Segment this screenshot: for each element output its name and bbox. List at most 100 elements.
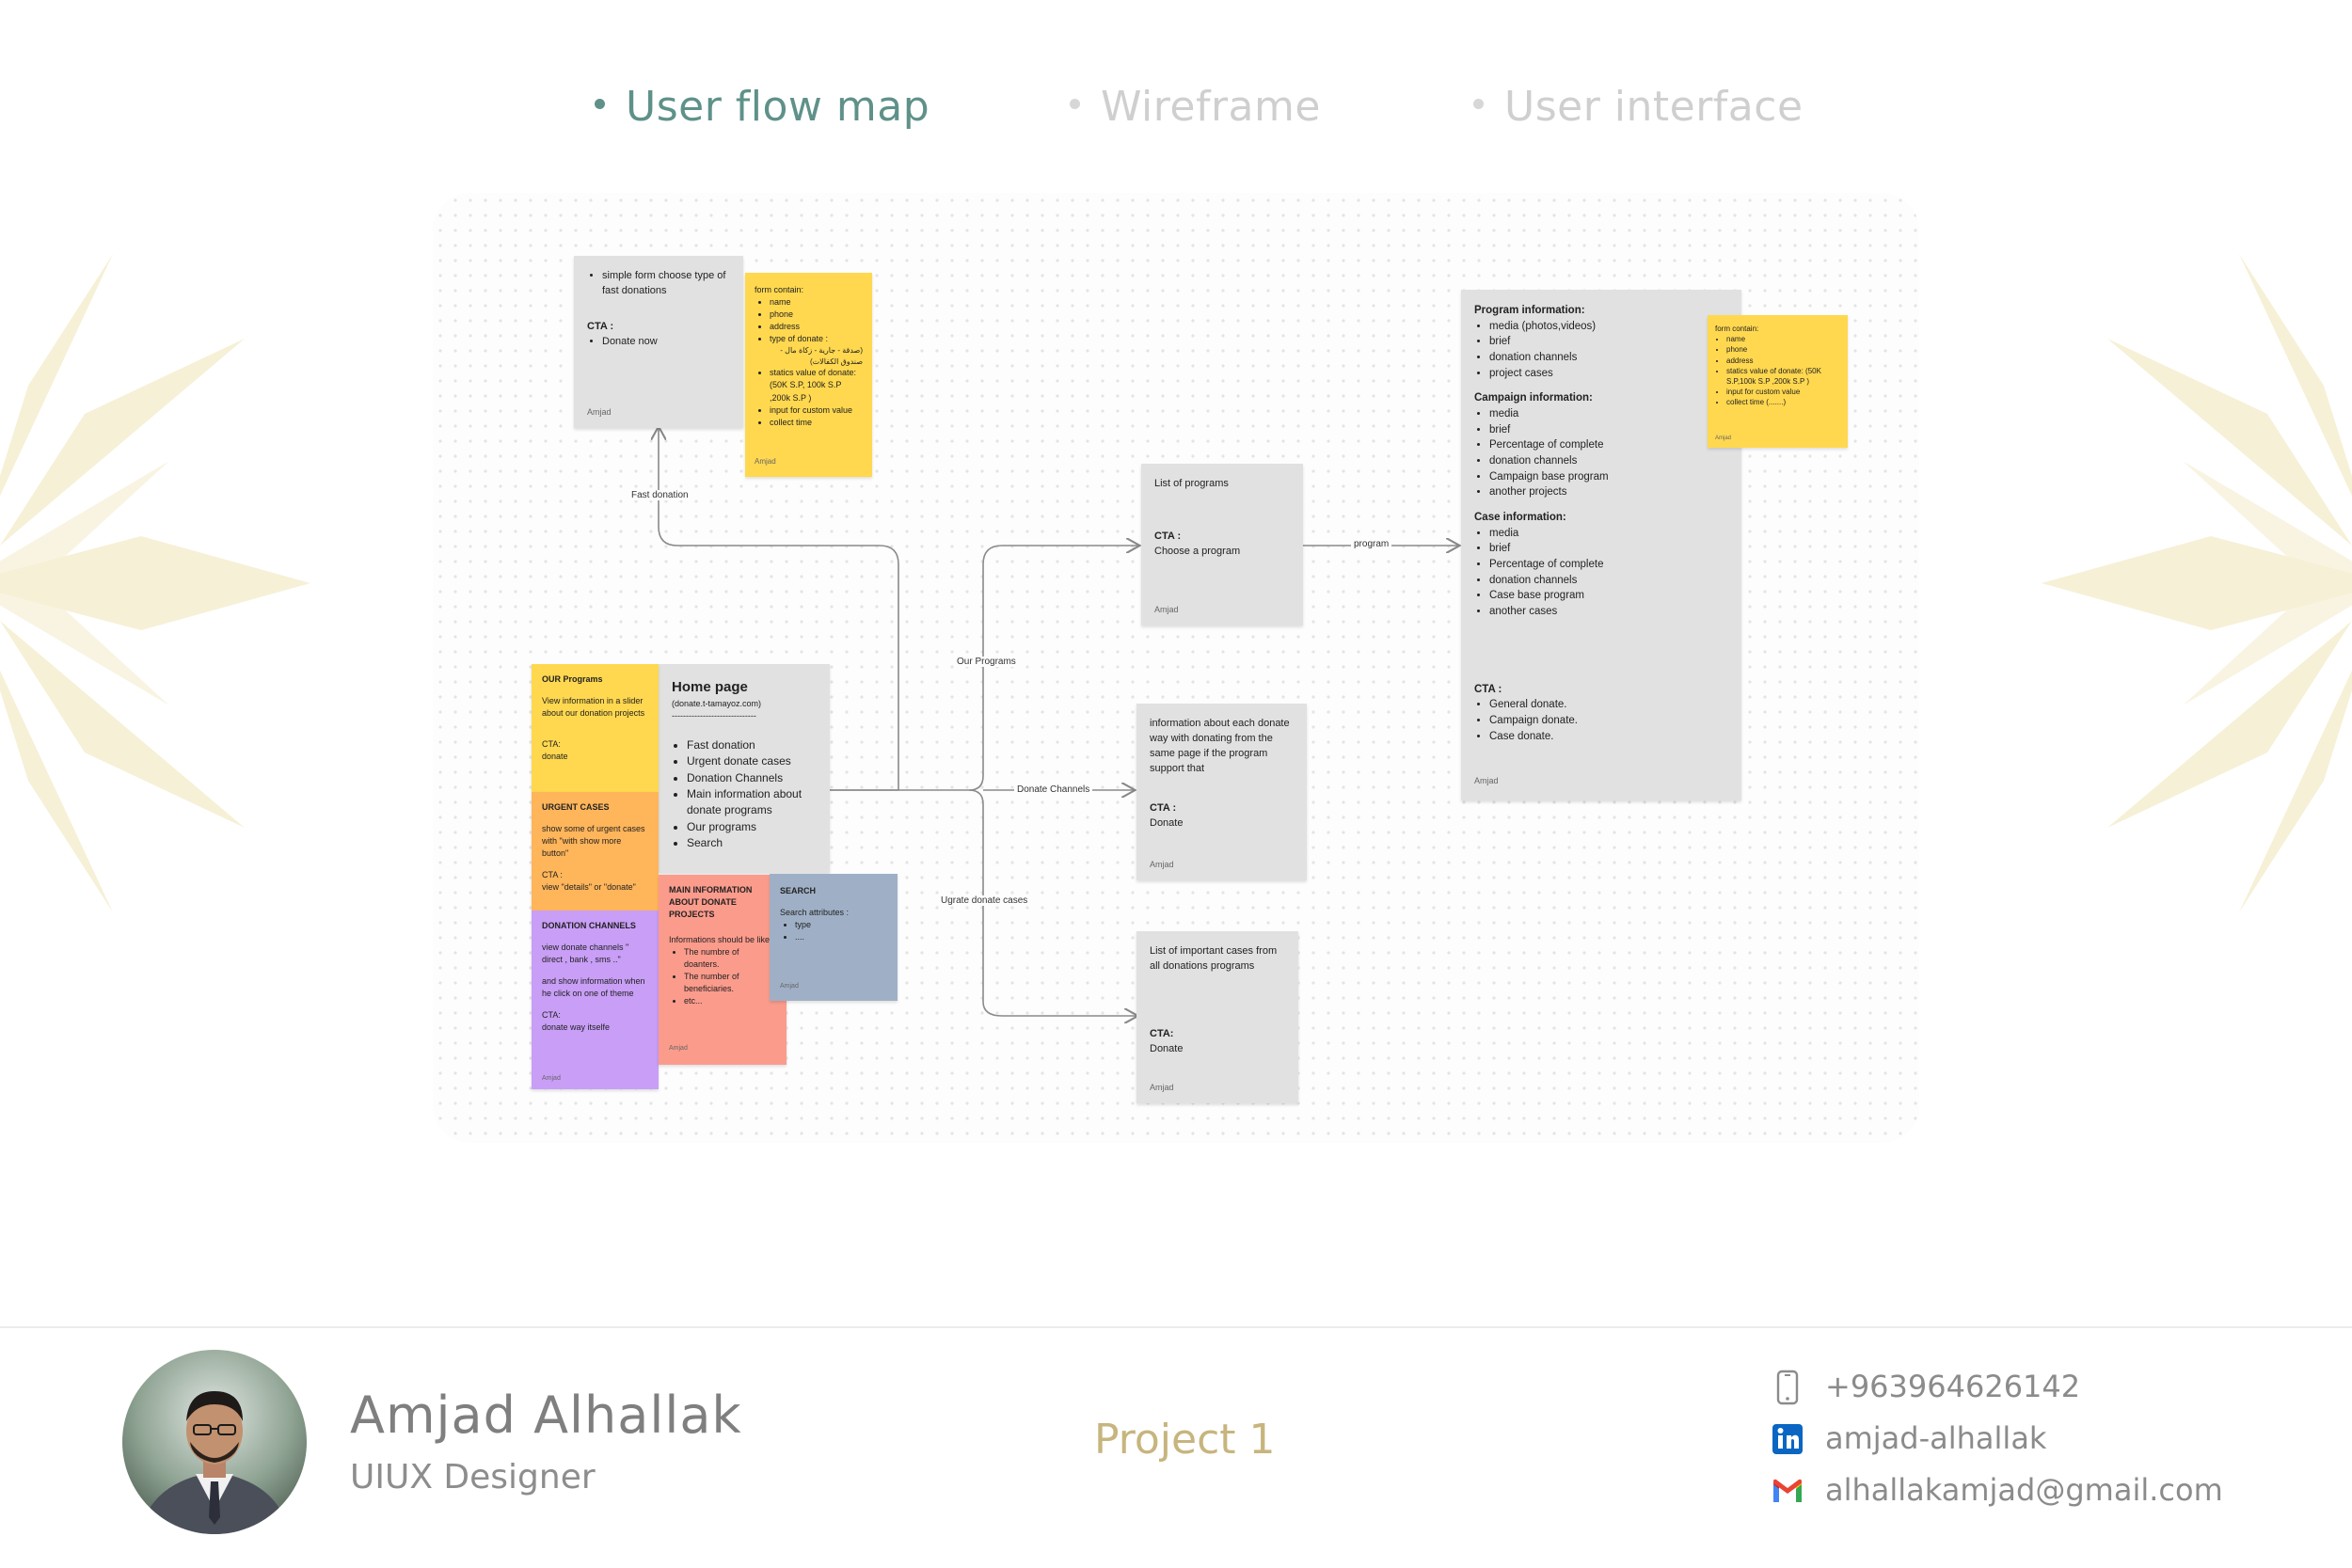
note-text: show some of urgent cases with "with sho… — [542, 824, 645, 859]
list-item: phone — [770, 309, 863, 321]
list-item: another projects — [1489, 484, 1728, 500]
active-bullet-icon — [595, 98, 605, 109]
list-item: name — [770, 296, 863, 309]
cta-label: CTA : — [587, 320, 614, 332]
note-text: view donate channels " direct , bank , s… — [542, 942, 629, 965]
note-text: simple form choose type of fast donation… — [602, 269, 730, 299]
label-fast-donation: Fast donation — [628, 490, 691, 500]
sticky-search: SEARCH Search attributes : type .... Amj… — [770, 874, 898, 1001]
list-item: statics value of donate: (50K S.P, 100k … — [770, 367, 863, 404]
cta-label: CTA : — [542, 870, 563, 880]
list-item: Campaign base program — [1489, 469, 1728, 485]
section-title: Campaign information: — [1474, 392, 1593, 404]
list-item: donation channels — [1489, 453, 1728, 469]
cta-text: donate — [542, 752, 568, 762]
note-title: Home page — [672, 679, 748, 695]
tab-label: Wireframe — [1101, 83, 1321, 131]
cta-label: CTA: — [542, 739, 561, 750]
fast-donation-form-sticky: form contain: name phone address type of… — [745, 273, 872, 477]
list-item: statics value of donate: (50K S.P,100k S… — [1726, 366, 1840, 387]
tab-wireframe[interactable]: Wireframe — [1070, 83, 1321, 131]
list-of-programs-card: List of programs CTA : Choose a program … — [1141, 464, 1303, 626]
section-title: Program information: — [1474, 305, 1585, 316]
list-item: address — [1726, 356, 1840, 366]
list-item: project cases — [1489, 366, 1728, 382]
cta-item: Case donate. — [1489, 729, 1728, 745]
tab-user-interface[interactable]: User interface — [1473, 83, 1804, 131]
linkedin-icon — [1772, 1424, 1803, 1454]
note-divider: ------------------------------ — [672, 710, 756, 721]
list-item: donation channels — [1489, 350, 1728, 366]
project-label: Project 1 — [1094, 1416, 1276, 1464]
label-donate-channels: Donate Channels — [1014, 784, 1093, 795]
cta-text: Choose a program — [1154, 545, 1241, 557]
note-title: URGENT CASES — [542, 802, 610, 812]
cta-label: CTA : — [1154, 530, 1182, 542]
mobile-phone-icon — [1776, 1370, 1799, 1405]
tab-user-flow-map[interactable]: User flow map — [595, 83, 930, 131]
cta-text: Donate — [1150, 1042, 1184, 1054]
cta-label: CTA : — [1150, 801, 1177, 814]
list-item: brief — [1489, 334, 1728, 350]
list-item: Percentage of complete — [1489, 437, 1728, 453]
list-item: collect time (.......) — [1726, 397, 1840, 407]
email-text: alhallakamjad@gmail.com — [1825, 1472, 2223, 1508]
note-text: information about each donate way with d… — [1150, 718, 1290, 774]
list-item: brief — [1489, 422, 1728, 438]
list-item: phone — [1726, 344, 1840, 355]
note-author: Amjad — [1715, 435, 1732, 441]
note-title: form contain: — [1715, 325, 1759, 333]
list-item: type — [795, 919, 887, 931]
decorative-flower-left — [0, 254, 310, 912]
important-cases-card: List of important cases from all donatio… — [1136, 931, 1298, 1103]
cta-text: view "details" or "donate" — [542, 882, 636, 893]
note-title: SEARCH — [780, 886, 817, 895]
note-text: Informations should be like : — [669, 935, 775, 945]
list-item: address — [770, 321, 863, 333]
note-author: Amjad — [1154, 604, 1179, 614]
list-item: The numbre of doanters. — [684, 946, 776, 971]
list-item: collect time — [770, 417, 863, 429]
list-item: Fast donation — [687, 737, 817, 753]
decorative-flower-right — [2042, 254, 2352, 912]
note-text: Search attributes : — [780, 908, 850, 918]
list-item: (صدقة - جارية - زكاة مال - صندوق الكفالا… — [780, 346, 863, 366]
cta-label: CTA: — [542, 1010, 561, 1021]
bullet-icon — [1473, 98, 1484, 109]
note-title: MAIN INFORMATION ABOUT DONATE PROJECTS — [669, 885, 753, 920]
avatar — [122, 1350, 307, 1534]
list-item: Donation Channels — [687, 770, 817, 786]
footer-divider — [0, 1326, 2352, 1328]
list-item: Percentage of complete — [1489, 557, 1728, 573]
cta-label: CTA : — [1474, 683, 1502, 695]
sticky-our-programs: OUR Programs View information in a slide… — [532, 664, 659, 792]
gmail-icon — [1773, 1479, 1802, 1502]
note-text: View information in a slider about our d… — [542, 696, 645, 719]
note-author: Amjad — [669, 1044, 688, 1052]
sticky-urgent-cases: URGENT CASES show some of urgent cases w… — [532, 792, 659, 911]
cta-text: donate way itselfe — [542, 1022, 611, 1033]
list-item: media — [1489, 526, 1728, 542]
note-title: OUR Programs — [542, 674, 603, 684]
list-item: donation channels — [1489, 573, 1728, 589]
list-item: brief — [1489, 541, 1728, 557]
designer-name: Amjad Alhallak — [350, 1386, 742, 1445]
label-urgent-cases: Ugrate donate cases — [938, 895, 1031, 906]
tab-label: User flow map — [626, 83, 930, 131]
note-text: List of important cases from all donatio… — [1150, 945, 1278, 972]
list-item: media — [1489, 406, 1728, 422]
donation-channels-card: information about each donate way with d… — [1136, 704, 1307, 880]
list-item: Our programs — [687, 819, 817, 835]
note-title: DONATION CHANNELS — [542, 921, 636, 930]
note-title: form contain: — [755, 285, 804, 294]
list-item: another cases — [1489, 604, 1728, 620]
label-program: program — [1351, 539, 1392, 549]
list-item: Search — [687, 835, 817, 851]
list-item: input for custom value — [1726, 387, 1840, 397]
fast-donation-card: simple form choose type of fast donation… — [574, 256, 743, 428]
list-item: input for custom value — [770, 404, 863, 417]
profile-photo — [122, 1350, 307, 1534]
note-author: Amjad — [755, 457, 776, 467]
phone-text: +963964626142 — [1825, 1369, 2081, 1404]
sticky-main-information: MAIN INFORMATION ABOUT DONATE PROJECTS I… — [659, 875, 787, 1065]
